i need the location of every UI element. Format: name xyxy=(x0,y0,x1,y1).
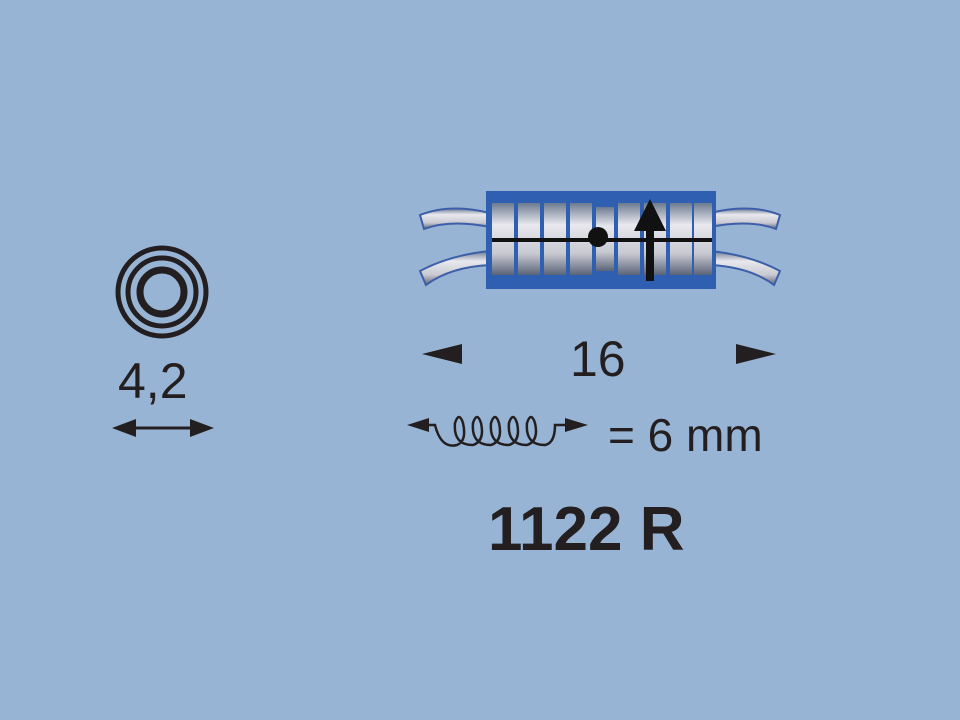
ring-cross-section-icon xyxy=(115,245,209,339)
diameter-label: 4,2 xyxy=(118,353,188,409)
pitch-label: = 6 mm xyxy=(608,409,763,461)
arrow-right-icon xyxy=(736,344,776,364)
connector-image xyxy=(418,191,782,289)
double-arrow-icon xyxy=(112,419,214,437)
spring-icon xyxy=(407,415,588,447)
length-label: 16 xyxy=(570,331,626,387)
arrow-left-icon xyxy=(422,344,462,364)
model-number: 1122 R xyxy=(488,495,685,564)
